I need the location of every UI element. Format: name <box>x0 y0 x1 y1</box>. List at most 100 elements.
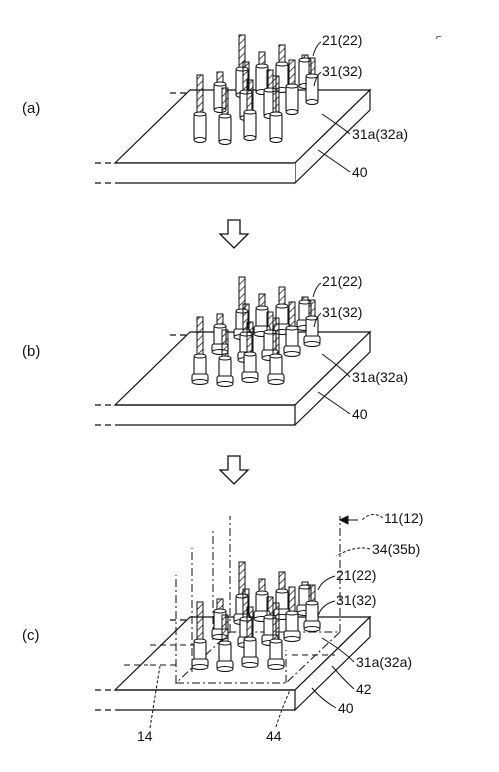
leader-arrowhead <box>338 515 349 525</box>
terminal-pin <box>267 317 285 385</box>
terminal-pin <box>191 316 209 385</box>
pin-array <box>191 276 321 387</box>
terminal-pin <box>216 614 234 672</box>
pin-shaft <box>246 606 254 642</box>
pin-shaft <box>246 79 254 115</box>
sleeve-top <box>305 600 319 606</box>
callout-pin: 21(22) <box>322 273 362 289</box>
callout-pin: 21(22) <box>336 567 376 583</box>
panel-label: (a) <box>22 100 40 117</box>
board <box>95 330 372 427</box>
sleeve-top <box>255 305 269 311</box>
callout-frame: 34(35b) <box>372 541 420 557</box>
sleeve-top <box>243 636 257 642</box>
sleeve-top <box>275 303 289 309</box>
callout-board: 40 <box>338 700 354 716</box>
board <box>95 615 372 712</box>
corner-mark: ⌐ <box>436 32 442 43</box>
sleeve <box>285 85 299 113</box>
sleeve-top <box>193 111 207 117</box>
callout-tube: 31(32) <box>322 304 362 320</box>
sleeve-top <box>255 63 269 69</box>
sleeve-top <box>193 353 207 359</box>
board-right-face <box>294 330 371 427</box>
sleeve-end <box>267 379 285 385</box>
leader-line <box>311 687 337 709</box>
sleeve-top <box>285 325 299 331</box>
panel-b: (b) 21(22) 31(32) 31a(32a) 40 <box>22 273 408 427</box>
sleeve <box>243 111 257 139</box>
leader-line <box>313 71 322 87</box>
sleeve-end <box>241 662 259 668</box>
terminal-pin <box>283 586 301 642</box>
panel-a: (a) 21(22) 31(32) 31a(32a) 40 ⌐ <box>22 32 442 185</box>
leader-line <box>317 391 351 415</box>
sleeve-end <box>191 664 209 670</box>
callout-left-region: 14 <box>137 728 153 744</box>
callout-housing: 11(12) <box>384 510 423 526</box>
sleeve-end <box>193 137 207 143</box>
pin-shaft <box>196 601 204 644</box>
callout-pin: 21(22) <box>322 32 362 48</box>
terminal-pin <box>283 301 301 357</box>
sleeve-end <box>241 377 259 383</box>
pin-shaft <box>272 75 280 117</box>
callout-board: 40 <box>352 164 368 180</box>
leader-line <box>275 689 291 728</box>
terminal-pin <box>241 321 259 383</box>
sleeve-top <box>275 588 289 594</box>
sleeve-end <box>243 135 257 141</box>
leader-line <box>335 547 371 557</box>
callout-bottom-region: 44 <box>266 728 282 744</box>
terminal-pin <box>193 74 207 143</box>
sleeve-top <box>243 109 257 115</box>
sleeve-top <box>285 610 299 616</box>
leader-line <box>331 665 355 690</box>
leader-line <box>312 282 322 298</box>
sleeve <box>218 115 232 143</box>
leader-line <box>321 353 351 378</box>
sleeve <box>269 113 283 141</box>
down-arrow <box>218 219 250 249</box>
sleeve-top <box>218 355 232 361</box>
sleeve-top <box>218 113 232 119</box>
callout-board: 40 <box>352 406 368 422</box>
pin-shaft <box>272 602 280 644</box>
sleeve-end <box>283 636 301 642</box>
sleeve-end <box>216 666 234 672</box>
terminal-pin <box>191 601 209 670</box>
callout-tube: 31(32) <box>322 63 362 79</box>
sleeve-top <box>218 640 232 646</box>
sleeve-end <box>191 379 209 385</box>
panel-label: (c) <box>22 627 40 644</box>
terminal-pin <box>269 75 283 143</box>
callout-tube-end: 31a(32a) <box>352 126 408 142</box>
sleeve-end <box>303 626 321 632</box>
sleeve-top <box>285 83 299 89</box>
sleeve-end <box>305 99 319 105</box>
sleeve-top <box>269 353 283 359</box>
sleeve-top <box>269 111 283 117</box>
sleeve <box>193 113 207 141</box>
terminal-pin <box>285 59 299 115</box>
leader-lines <box>312 41 351 173</box>
leader-line <box>317 575 336 591</box>
callout-tube-end: 31a(32a) <box>352 369 408 385</box>
callout-resin: 42 <box>356 681 372 697</box>
leader-line <box>361 514 384 521</box>
housing-outline <box>124 516 342 684</box>
leader-line <box>321 113 351 135</box>
sleeve-top <box>213 608 227 614</box>
sleeve-top <box>193 638 207 644</box>
leader-lines <box>312 282 351 415</box>
terminal-pin <box>267 602 285 670</box>
terminal-pin <box>243 79 257 141</box>
leader-line <box>317 149 351 173</box>
pin-array <box>193 34 319 145</box>
board-front-face <box>115 163 295 183</box>
board <box>95 88 372 185</box>
down-arrow <box>218 455 250 485</box>
sleeve-end <box>218 139 232 145</box>
pin-shaft <box>246 321 254 357</box>
